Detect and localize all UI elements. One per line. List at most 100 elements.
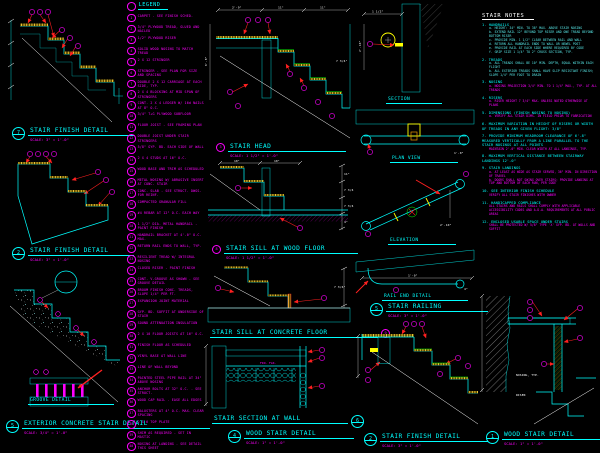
keynote-bubble: [127, 2, 136, 11]
keynote-bubble: 3: [216, 143, 225, 152]
note-heading: 6. MAXIMUM VARIATION IN HEIGHT OF RISERS…: [482, 122, 598, 131]
legend-item: 12 DOUBLE JOIST UNDER STAIR STRINGERS: [127, 134, 205, 144]
legend-item: 36 WOOD CAP RAIL - EASE ALL EDGES: [127, 398, 205, 407]
title-rail-end-detail: RAIL END DETAIL: [382, 294, 468, 301]
legend-item-text: 5/8" GYP. BD. EACH SIDE OF WALL: [137, 145, 204, 150]
svg-text:1'-0": 1'-0": [454, 151, 464, 155]
legend-item-text: CLOSED RISER - PAINT FINISH: [137, 266, 196, 271]
legend-item-text: WOOD CAP RAIL - EASE ALL EDGES: [137, 398, 202, 403]
legend-item-text: VINYL BASE AT WALL LINE: [137, 354, 187, 359]
dimension-lines: [204, 344, 209, 407]
keynote-bubble: 32: [127, 354, 136, 363]
insulation: [300, 372, 306, 406]
title-stair-finish-detail-left2: 2 STAIR FINISH DETAIL SCALE: 3" = 1'-0": [12, 247, 134, 262]
stair-head-drawing: 2'-9" 11" 11" 6'-8" 7 3/4": [204, 6, 351, 139]
keynote-bubble: 38: [127, 420, 136, 429]
stair-soffit: [355, 249, 475, 273]
keynote-bubble: 5: [127, 57, 136, 67]
svg-text:RISER: RISER: [516, 393, 526, 397]
keynote-bubbles: [227, 17, 335, 119]
legend-item-text: #4 REBAR AT 12" O.C. EACH WAY: [137, 211, 200, 216]
note-subtext: VERIFY ALL STAIR FINISHES WITH OWNER: [482, 192, 598, 198]
svg-text:NOSING, TYP.: NOSING, TYP.: [516, 373, 539, 377]
legend-item: 25 CONT. V-GROOVE AS SHOWN - SEE GROOVE …: [127, 277, 205, 286]
stair-note: 5. DIMENSIONS (FINISH NOSING TO NOSING) …: [482, 111, 598, 119]
svg-text:1 1/2": 1 1/2": [372, 9, 384, 13]
note-number: 9.: [482, 166, 487, 171]
drawing-title: STAIR RAILING: [386, 303, 488, 312]
rail-bracket: [395, 43, 403, 47]
stair-notes-list: 1. HANDRAILS a. HEIGHT: 34" MIN. TO 38" …: [482, 23, 598, 232]
detail-bubble: 2: [364, 433, 377, 446]
handrail-elevation-drawing: 2'-10": [361, 171, 469, 237]
handrail: [360, 123, 470, 146]
keynote-bubble: 36: [127, 398, 136, 407]
detail-bubble: 6: [351, 415, 364, 428]
legend-item-text: ANCHOR BOLTS AT 32" O.C. - SEE STRUCT.: [137, 387, 202, 396]
joist-hatch: [208, 215, 348, 222]
legend-item-text: CONC. SLAB - SEE STRUCT. DWGS. FOR REINF…: [137, 189, 202, 198]
svg-text:2'-10": 2'-10": [440, 223, 452, 227]
legend: LEGEND 1 CARPET - SEE FINISH SCHED. 2 3/…: [127, 2, 205, 451]
note-head-text: MAXIMUM VARIATION IN HEIGHT OF RISERS OR…: [482, 122, 593, 131]
stair-finish-detail-left2-drawing: [17, 151, 115, 245]
legend-item-text: FLOOR JOIST - SEE FRAMING PLAN: [137, 123, 202, 128]
note-head-text: HANDRAILS: [488, 23, 510, 27]
stair-notes-title: STAIR NOTES: [482, 13, 535, 20]
rail-bracket: [393, 212, 399, 222]
steps: NOSING, TYP. RISER: [516, 373, 595, 425]
legend-item-text: LINE OF WALL BEYOND: [137, 365, 179, 370]
note-number: 10.: [482, 189, 489, 194]
keynote-bubble: 35: [127, 387, 136, 396]
keynote-bubble: 8: [127, 90, 136, 100]
legend-item-text: COMPACTED GRANULAR FILL: [137, 200, 187, 205]
detail-bubble: 2: [12, 247, 25, 260]
legend-item: 30 2 X 10 FLOOR JOISTS AT 16" O.C.: [127, 332, 205, 341]
note-subtext: MAINTAIN 2'-0" MIN. CLEAR WIDTH AT ALL L…: [482, 147, 598, 152]
landing-and-steps: [361, 334, 479, 425]
note-head-text: PROVIDE MINIMUM HEADROOM CLEARANCE OF 6'…: [482, 134, 589, 148]
note-head-text: TREADS: [488, 57, 503, 62]
dimension-lines: [355, 333, 361, 379]
stair-sill-concrete-drawing: 7 3/4": [207, 266, 351, 323]
note-line: b. DOORS SHALL NOT SWING OVER STAIRS; PR…: [489, 177, 594, 186]
note-line: VERIFY ALL STAIR FINISHES WITH OWNER: [489, 192, 557, 197]
keynote-bubble: 11: [127, 123, 136, 133]
detail-bubble: 1: [486, 431, 499, 444]
legend-item-text: EXPANSION JOINT MATERIAL: [137, 299, 189, 304]
title-plan-view: PLAN VIEW: [390, 156, 458, 163]
keynote-bubble: 2: [127, 24, 136, 34]
note-subtext: a. AT LEAST AS WIDE AS STAIR SERVED, 36"…: [482, 170, 598, 186]
title-section-label: SECTION: [386, 97, 442, 104]
keynote-bubble: 19: [127, 211, 136, 220]
title-stair-head: 3 STAIR HEAD SCALE: 1 1/2" = 1'-0": [216, 143, 346, 158]
legend-item: 23 RESILIENT TREAD W/ INTEGRAL NOSING: [127, 255, 205, 264]
stair-sill-wood-drawing: 10" 10" 11" 7 3/4" 7 3/4" 4": [208, 159, 354, 231]
legend-item: 37 BALUSTERS AT 4" O.C. MAX. CLEAR SPACI…: [127, 409, 205, 418]
legend-item-text: 1/2" PLYWOOD RISER: [137, 35, 177, 40]
svg-text:7 3/4": 7 3/4": [344, 204, 354, 208]
legend-item-text: SHIM AS REQUIRED - SET IN MASTIC: [137, 431, 191, 440]
legend-item-text: 2 X 4 STUDS AT 16" O.C.: [137, 156, 187, 161]
keynote-bubble: 12: [127, 134, 136, 144]
stringer-line: [533, 387, 595, 425]
legend-item-text: 3/4" PLYWOOD TREAD, GLUED AND NAILED: [137, 24, 200, 33]
legend-item-text: SOLID WOOD NOSING TO MATCH TREAD: [137, 46, 194, 55]
stair-section-at-wall-drawing: FIN. FLR.: [204, 344, 325, 409]
legend-item: 2 3/4" PLYWOOD TREAD, GLUED AND NAILED: [127, 24, 205, 34]
svg-text:2'-9": 2'-9": [232, 6, 242, 10]
legend-list: 1 CARPET - SEE FINISH SCHED. 2 3/4" PLYW…: [127, 13, 205, 451]
dimension-lines: 2'-10": [440, 190, 452, 227]
title-stair-finish-detail-topleft: 7 STAIR FINISH DETAIL SCALE: 3" = 1'-0": [12, 127, 134, 142]
note-number: 1.: [482, 23, 487, 27]
note-number: 4.: [482, 95, 487, 100]
note-line: a. RISER HEIGHT 7 3/4" MAX. UNLESS NOTED…: [489, 99, 588, 107]
dimension-lines: [7, 18, 123, 104]
legend-item-text: DOUBLE JOIST UNDER STAIR STRINGERS: [137, 134, 189, 143]
title-elevation: ELEVATION: [388, 238, 456, 245]
svg-text:10": 10": [234, 159, 240, 163]
note-subtext: ALL STAIRS AND RAILS SHALL COMPLY WITH A…: [482, 204, 598, 217]
stair-note: 6. MAXIMUM VARIATION IN HEIGHT OF RISERS…: [482, 122, 598, 131]
legend-item: 9 CONT. 2 X 4 LEDGER W/ 16d NAILS AT 8" …: [127, 101, 205, 111]
legend-item: 14 2 X 4 STUDS AT 16" O.C.: [127, 156, 205, 165]
